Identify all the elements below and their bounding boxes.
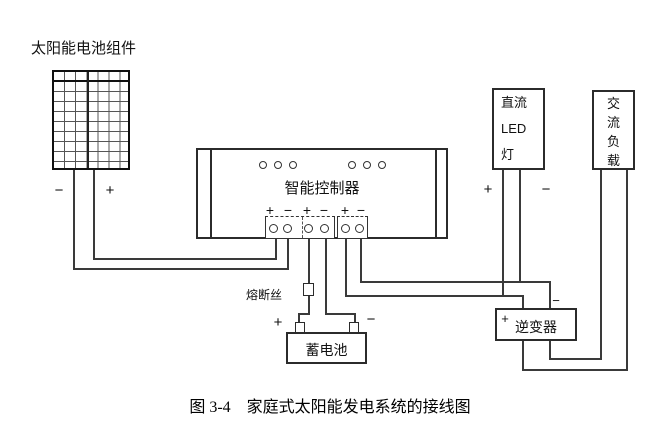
battery-neg-label: − <box>366 311 376 328</box>
solar-pos-label: + <box>105 182 115 199</box>
inverter-pos-label: + <box>501 311 509 326</box>
solar-panel-label: 太阳能电池组件 <box>31 40 137 57</box>
terminal-4-neg-label: − <box>319 202 329 218</box>
led-lamp-label-line1: 直流 <box>501 95 528 110</box>
solar-grid-accent-col <box>87 72 89 168</box>
wire-battery-pos-jog <box>298 313 310 315</box>
inverter-neg-label: − <box>552 293 560 308</box>
ac-load-char-4: 载 <box>606 153 620 168</box>
led-lamp-label-line2: LED <box>501 121 527 136</box>
wire-solar-pos-run <box>93 258 277 260</box>
terminal-2-neg-label: − <box>283 202 293 218</box>
led-pos-label: + <box>483 181 493 198</box>
figure-caption: 图 3-4 家庭式太阳能发电系统的接线图 <box>189 399 471 416</box>
solar-grid-accent-row <box>54 80 128 82</box>
indicator-light-icon <box>259 161 267 169</box>
indicator-light-icon <box>289 161 297 169</box>
battery-box: 蓄电池 <box>286 332 367 364</box>
wire-load-neg-down <box>360 239 362 283</box>
terminal-block-left <box>265 216 335 239</box>
controller-left-flange-line <box>210 150 212 237</box>
indicator-light-icon <box>274 161 282 169</box>
battery-pos-label: + <box>273 314 283 331</box>
wire-load-pos-down <box>345 239 347 297</box>
screw-terminal-icon <box>283 224 292 233</box>
battery-label: 蓄电池 <box>305 342 348 358</box>
screw-terminal-icon <box>304 224 313 233</box>
wire-solar-neg-up <box>287 239 289 270</box>
controller-label: 智能控制器 <box>284 180 360 197</box>
wire-battery-neg-down <box>325 239 327 315</box>
controller-right-flange-line <box>435 150 437 237</box>
wire-solar-neg-down <box>73 170 75 270</box>
solar-neg-label: − <box>54 182 64 199</box>
ac-load-box: 交 流 负 载 <box>592 90 635 170</box>
wire-ac-right-down <box>626 170 628 371</box>
indicator-light-icon <box>348 161 356 169</box>
wire-inverter-neg-in <box>549 281 551 308</box>
fuse-symbol <box>303 283 314 296</box>
wire-inverter-out-right-run <box>522 369 628 371</box>
wire-inverter-out-left-run <box>549 358 602 360</box>
indicator-light-icon <box>363 161 371 169</box>
led-lamp-box: 直流 LED 灯 <box>492 88 545 170</box>
ac-load-char-1: 交 <box>606 96 620 111</box>
led-neg-label: − <box>541 181 551 198</box>
screw-terminal-icon <box>355 224 364 233</box>
wire-load-pos-run <box>345 295 524 297</box>
screw-terminal-icon <box>341 224 350 233</box>
wire-battery-pos-drop <box>298 313 300 323</box>
terminal-5-pos-label: + <box>340 202 350 218</box>
ac-load-char-3: 负 <box>606 134 620 149</box>
inverter-label: 逆变器 <box>515 319 557 335</box>
wire-battery-pos-down <box>308 239 310 315</box>
screw-terminal-icon <box>320 224 329 233</box>
wire-ac-left-down <box>600 170 602 360</box>
wire-solar-neg-run <box>73 268 289 270</box>
wire-battery-neg-jog <box>325 313 356 315</box>
wire-solar-pos-down <box>93 170 95 260</box>
terminal-1-pos-label: + <box>265 202 275 218</box>
ac-load-char-2: 流 <box>606 115 620 130</box>
wire-load-neg-run <box>360 281 551 283</box>
wire-led-pos-down <box>502 170 504 297</box>
wire-inverter-out-left-down <box>549 341 551 360</box>
terminal-3-pos-label: + <box>302 202 312 218</box>
wire-inverter-out-right-down <box>522 341 524 371</box>
led-lamp-label-line3: 灯 <box>501 147 515 162</box>
terminal-block-right <box>337 216 368 239</box>
solar-panel <box>52 70 130 170</box>
screw-terminal-icon <box>269 224 278 233</box>
terminal-6-neg-label: − <box>356 202 366 218</box>
indicator-light-icon <box>378 161 386 169</box>
wire-led-neg-down <box>519 170 521 283</box>
inverter-box: + 逆变器 <box>495 308 577 341</box>
wire-battery-neg-drop <box>354 313 356 323</box>
fuse-label: 熔断丝 <box>246 288 283 302</box>
terminal-block-divider <box>302 217 303 238</box>
wire-inverter-pos-in <box>522 295 524 308</box>
wire-solar-pos-up <box>275 239 277 260</box>
